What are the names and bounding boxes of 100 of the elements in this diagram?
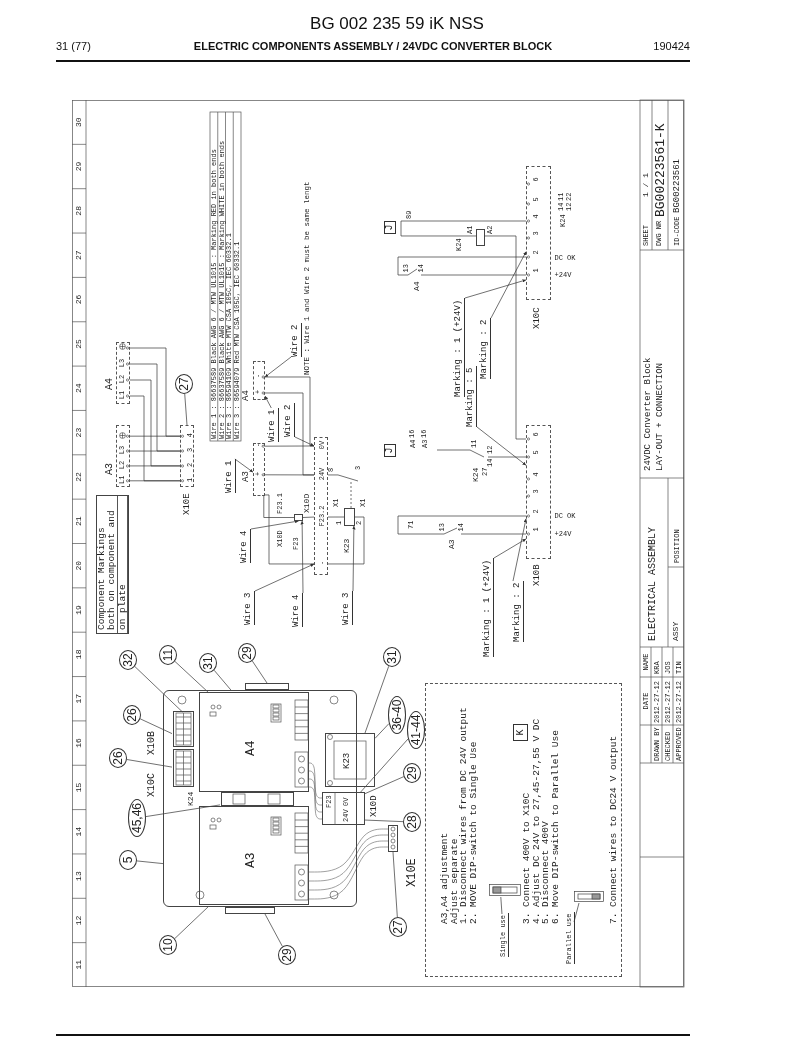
leader-line	[174, 661, 210, 694]
wire	[129, 347, 181, 437]
leader-line	[500, 896, 503, 915]
title-block-text: ASSY	[672, 621, 680, 641]
note-box: Component Markings both on component and on plate	[96, 495, 129, 634]
leader-line	[136, 860, 164, 864]
grid-column-number: 26	[75, 294, 83, 305]
reference-box: K	[513, 724, 528, 741]
wire	[263, 495, 295, 518]
marking-label: Marking : 5	[466, 366, 477, 427]
component-label: X10B	[533, 564, 542, 586]
wire	[436, 449, 465, 451]
power-supply-module	[199, 806, 309, 905]
mounting-bracket	[225, 907, 275, 914]
wire	[425, 274, 527, 276]
part-label: X10C	[147, 773, 157, 797]
mechanical-link	[350, 480, 352, 509]
grid-column-number: 16	[75, 738, 83, 748]
wire-label: Wire 3	[244, 591, 255, 625]
wire	[129, 363, 181, 452]
contactor	[325, 733, 375, 787]
document-number: BG 002 235 59 iK NSS	[310, 15, 484, 32]
grid-column-number: 15	[75, 782, 83, 793]
leader-line	[139, 718, 173, 734]
component-label: X10C	[533, 307, 542, 329]
instruction-text: A3,A4 adjustment	[440, 832, 450, 924]
title-block-text: ELECTRICAL ASSEMBLY	[648, 526, 658, 641]
relay-contact	[402, 263, 426, 279]
grid-column-number: 23	[75, 427, 83, 438]
grid-column-number: 12	[75, 915, 83, 926]
grid-column-number: 24	[75, 383, 83, 394]
leader-line	[264, 913, 283, 947]
leader-line	[360, 738, 409, 793]
component-label: X10D	[303, 493, 311, 513]
instruction-text: 6. Move DIP-switch to Parallel Use	[550, 730, 560, 924]
wire	[400, 220, 527, 237]
terminal-block	[526, 166, 551, 300]
relay-coil	[476, 229, 485, 246]
wire	[307, 846, 389, 900]
grid-column-number: 29	[75, 161, 83, 172]
grid-column-number: 21	[75, 516, 83, 527]
leader-line	[392, 851, 398, 918]
switch-contact	[327, 474, 359, 482]
relay-contact	[438, 522, 466, 538]
component-label: A3	[448, 539, 456, 549]
title-block-text: 1 / 1	[642, 173, 650, 197]
grid-column-number: 28	[75, 206, 83, 216]
leader-line	[184, 393, 188, 426]
grid-column-number: 20	[75, 560, 83, 571]
leader-line	[145, 804, 221, 817]
terminal-block	[314, 437, 328, 575]
wire	[307, 762, 323, 799]
wire-label: Wire 4	[292, 593, 303, 627]
leader-line	[213, 669, 232, 691]
dip-switch-icon	[574, 891, 604, 902]
terminal-block	[180, 425, 194, 487]
component-label: A4	[413, 281, 421, 291]
component-label: X10D	[370, 795, 379, 817]
marking-label: Marking : 2	[513, 581, 524, 642]
wire	[264, 445, 315, 447]
wire	[494, 456, 527, 458]
power-supply-module	[199, 692, 309, 792]
grid-column-number: 25	[75, 339, 83, 349]
component-label: A3	[242, 471, 251, 482]
wire-label: Wire 3	[342, 591, 353, 625]
grid-column-number: 14	[75, 826, 83, 837]
terminal-block	[116, 342, 130, 404]
marking-label: Marking : 2	[480, 318, 491, 379]
instruction-text: 7. Connect wires to DC24 V output	[608, 735, 618, 924]
wire	[302, 516, 315, 518]
title-block-text: LAY-OUT + CONNECTION	[656, 362, 665, 471]
leader-line	[364, 665, 390, 734]
relay-coil	[344, 508, 355, 526]
grid-column-number: 11	[75, 960, 83, 970]
wire	[264, 474, 315, 476]
grid-column-number: 22	[75, 472, 83, 482]
wire	[307, 778, 323, 813]
grid-column-number: 13	[75, 871, 83, 881]
wire	[397, 515, 527, 535]
leader-line	[174, 905, 210, 939]
instruction-text: 2. MOVE DIP-switch to Single Use	[468, 741, 478, 924]
instruction-text: 4. Adjust DC 24V to 27,45-27,55 V DC	[531, 718, 541, 924]
component-label: K23	[343, 538, 351, 553]
wire	[307, 770, 323, 806]
part-label: K23	[343, 752, 352, 769]
instruction-text: 3. Connect 400V to X10C	[522, 792, 532, 924]
terminal-block	[116, 425, 130, 487]
wire-label: Wire 2	[291, 323, 302, 357]
mounting-bracket	[245, 683, 289, 690]
grid-column-number: 27	[75, 250, 83, 260]
wire	[397, 256, 527, 276]
terminal-block	[253, 361, 265, 400]
page-title: ELECTRIC COMPONENTS ASSEMBLY / 24VDC CONVERTER BLOCK	[193, 41, 553, 52]
connector-block	[388, 825, 398, 852]
grid-column-number: 19	[75, 605, 83, 615]
grid-column-number: 18	[75, 649, 83, 660]
instruction-text: 5. Disconnect 400V	[541, 821, 551, 924]
dip-switch-icon	[489, 884, 521, 896]
wire-label: Wire 2	[284, 403, 295, 437]
terminal-block	[322, 792, 365, 825]
